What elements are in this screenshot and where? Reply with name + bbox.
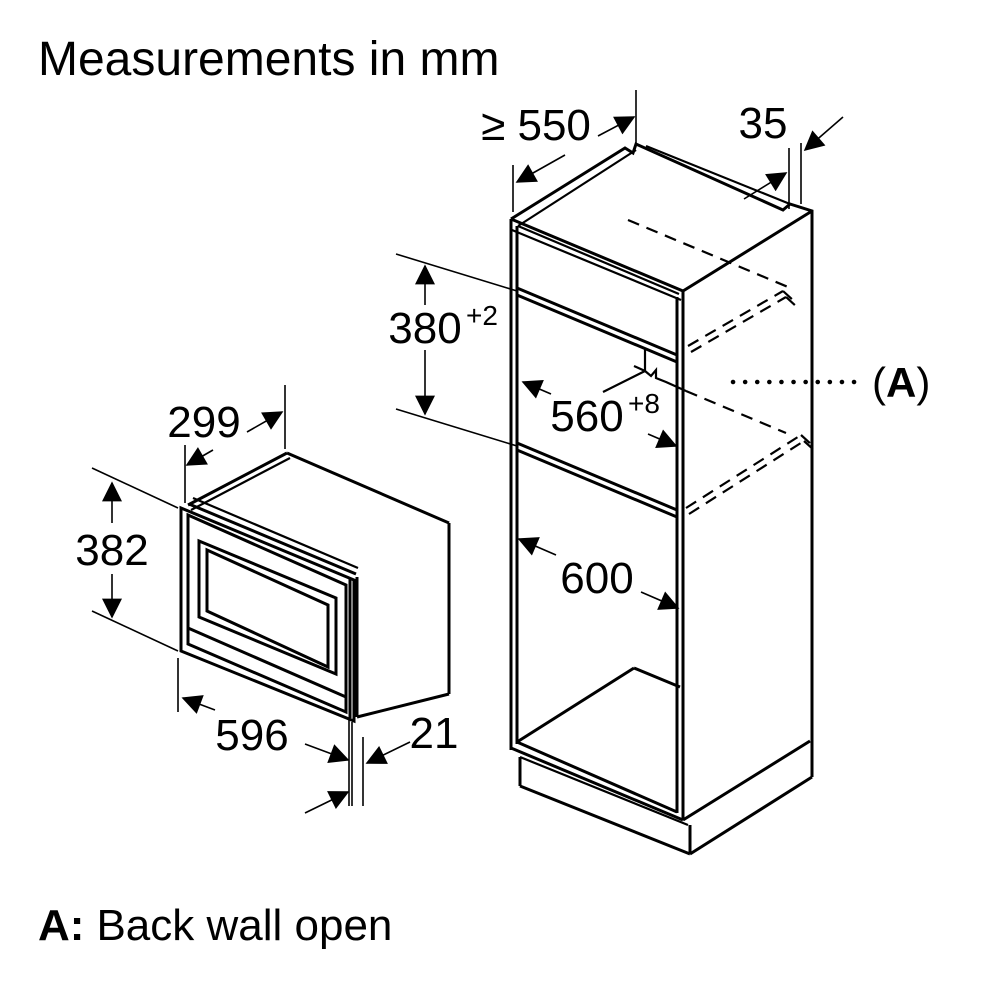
oven-drawing — [179, 451, 451, 724]
dim-oven-height-label: 382 — [75, 526, 148, 575]
legend-text: Back wall open — [96, 901, 392, 950]
cabinet-drawing — [509, 141, 816, 856]
callout-open-paren: ( — [872, 359, 886, 406]
dim-niche-height-tolerance: +2 — [466, 300, 498, 331]
legend-key: A: — [38, 901, 84, 950]
dim-rail-width-label: 35 — [739, 99, 788, 148]
dim-niche-width-label: 560 — [550, 392, 623, 441]
dim-oven-depth-label: 299 — [167, 398, 240, 447]
callout-a-label: (A) — [872, 359, 930, 406]
dim-cabinet-width-label: 600 — [560, 554, 633, 603]
dimension-annotations: 299 382 596 21 ≥ 550 35 — [75, 90, 844, 814]
dim-door-protrusion-label: 21 — [410, 709, 459, 758]
callout-letter: A — [886, 359, 916, 406]
dim-niche-width-tolerance: +8 — [628, 388, 660, 419]
callout-close-paren: ) — [916, 359, 930, 406]
page-title: Measurements in mm — [38, 33, 499, 86]
dim-oven-width-label: 596 — [215, 711, 288, 760]
legend-back-wall: A:Back wall open — [38, 901, 392, 950]
callout-a: (A) — [730, 359, 930, 406]
dim-cabinet-depth-label: ≥ 550 — [481, 101, 591, 150]
dim-niche-height-label: 380 — [388, 304, 461, 353]
